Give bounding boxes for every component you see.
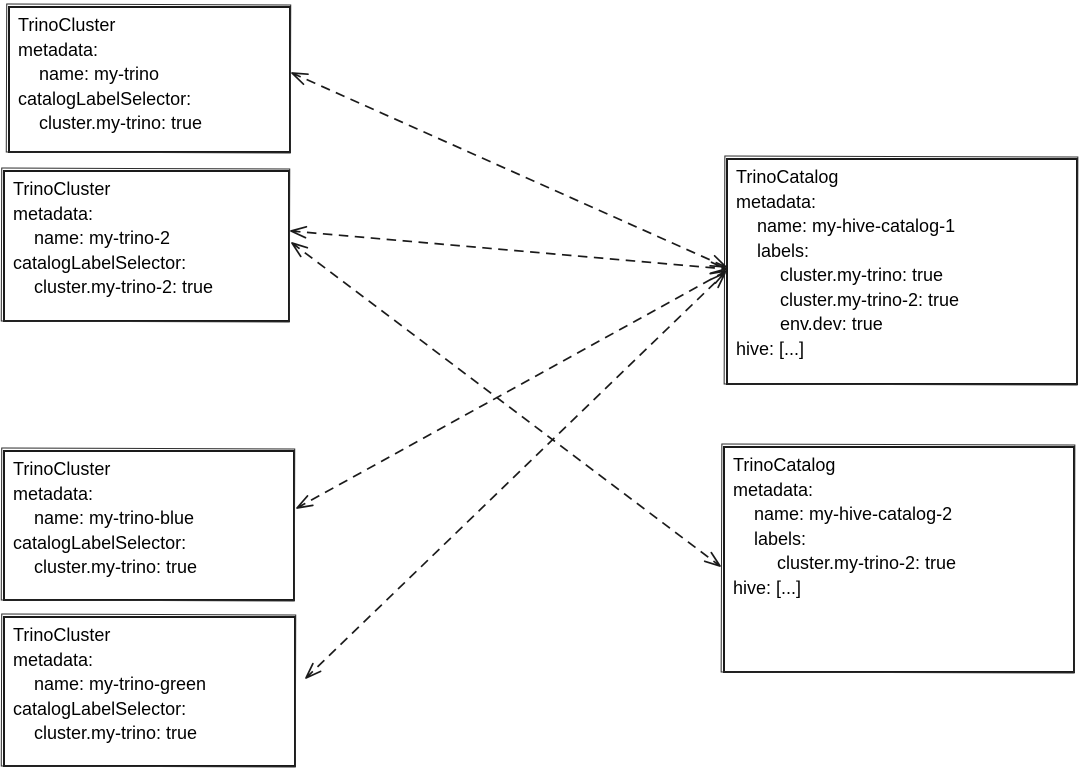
edge-my-trino-2--my-hive-catalog-2	[291, 242, 721, 567]
yaml-selector-label: catalogLabelSelector:	[13, 698, 187, 719]
node-kind: TrinoCluster	[13, 625, 111, 645]
node-kind: TrinoCluster	[18, 15, 116, 35]
yaml-name: name: my-trino-green	[34, 674, 207, 694]
node-trinocatalog-my-hive-catalog-2: TrinoCatalog metadata: name: my-hive-cat…	[723, 446, 1075, 673]
yaml-name: name: my-trino	[39, 64, 160, 84]
yaml-metadata-label: metadata:	[18, 39, 99, 60]
node-kind: TrinoCatalog	[736, 167, 839, 187]
yaml-selector-entry: cluster.my-trino: true	[34, 557, 198, 577]
yaml-label-entry: env.dev: true	[780, 314, 883, 334]
node-trinocluster-my-trino-2: TrinoCluster metadata: name: my-trino-2 …	[3, 170, 290, 322]
yaml-labels-label: labels:	[754, 528, 807, 549]
node-trinocluster-my-trino: TrinoCluster metadata: name: my-trino ca…	[8, 6, 291, 153]
edge-my-trino-green--my-hive-catalog-1	[305, 272, 726, 679]
edge-my-trino--my-hive-catalog-1	[291, 72, 727, 268]
edge-my-trino-blue--my-hive-catalog-1	[296, 270, 727, 509]
yaml-hive-field: hive: [...]	[733, 577, 802, 598]
yaml-labels-label: labels:	[757, 240, 810, 261]
yaml-label-entry: cluster.my-trino-2: true	[780, 289, 960, 310]
yaml-metadata-label: metadata:	[13, 649, 94, 670]
yaml-selector-entry: cluster.my-trino: true	[39, 113, 203, 133]
yaml-hive-field: hive: [...]	[736, 338, 805, 359]
yaml-metadata-label: metadata:	[13, 483, 94, 504]
node-trinocatalog-my-hive-catalog-1: TrinoCatalog metadata: name: my-hive-cat…	[726, 158, 1078, 385]
yaml-metadata-label: metadata:	[733, 479, 814, 500]
node-kind: TrinoCatalog	[733, 455, 836, 475]
yaml-metadata-label: metadata:	[13, 203, 94, 224]
yaml-label-entry: cluster.my-trino-2: true	[777, 553, 957, 573]
yaml-name: name: my-trino-2	[34, 228, 171, 248]
node-trinocluster-my-trino-blue: TrinoCluster metadata: name: my-trino-bl…	[3, 450, 295, 601]
yaml-metadata-label: metadata:	[736, 191, 817, 212]
yaml-selector-label: catalogLabelSelector:	[18, 88, 192, 109]
node-kind: TrinoCluster	[13, 179, 111, 199]
node-kind: TrinoCluster	[13, 459, 111, 479]
yaml-selector-entry: cluster.my-trino-2: true	[34, 277, 214, 297]
yaml-name: name: my-hive-catalog-2	[754, 504, 953, 524]
yaml-name: name: my-hive-catalog-1	[757, 216, 956, 236]
node-trinocluster-my-trino-green: TrinoCluster metadata: name: my-trino-gr…	[3, 616, 296, 767]
yaml-label-entry: cluster.my-trino: true	[780, 265, 944, 285]
yaml-name: name: my-trino-blue	[34, 508, 195, 528]
yaml-selector-label: catalogLabelSelector:	[13, 252, 187, 273]
yaml-selector-entry: cluster.my-trino: true	[34, 723, 198, 743]
yaml-selector-label: catalogLabelSelector:	[13, 532, 187, 553]
edge-my-trino-2--my-hive-catalog-1	[290, 225, 727, 275]
